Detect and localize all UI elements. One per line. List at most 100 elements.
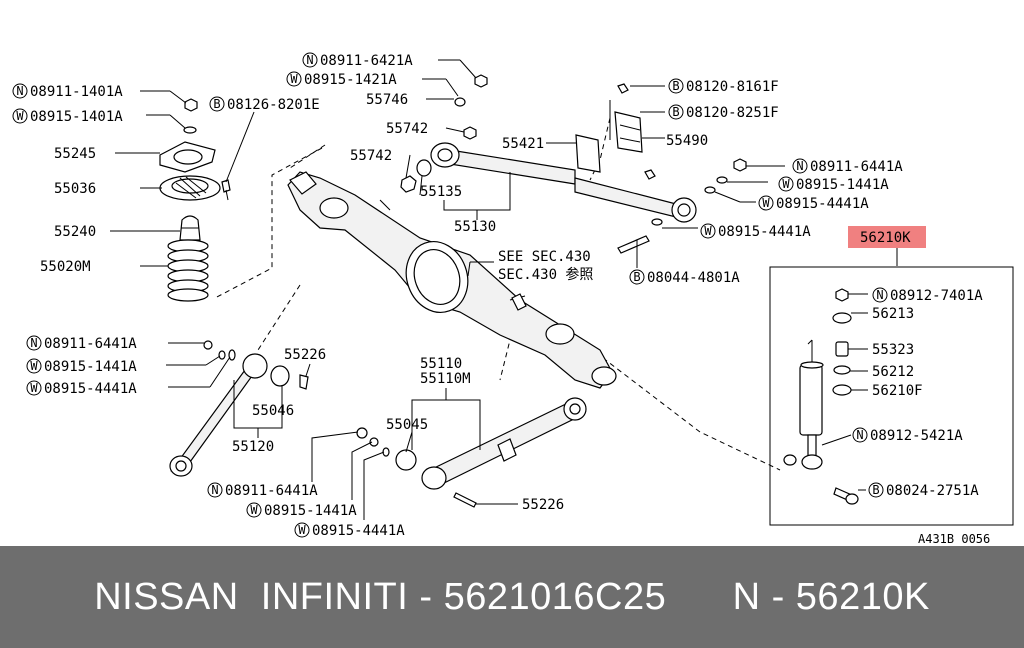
shock-body-shape [799, 364, 823, 436]
part-banner: NISSAN INFINITI - 5621016C25 N - 56210K [0, 546, 1024, 648]
svg-text:W: W [704, 224, 712, 238]
label-56213: 56213 [872, 306, 914, 322]
n-circle-icon: N [26, 335, 42, 351]
label-08912-5421a: 08912-5421A [870, 428, 963, 444]
label-55240: 55240 [54, 224, 96, 240]
label-55046: 55046 [252, 403, 294, 419]
svg-text:N: N [876, 288, 883, 302]
n-circle-icon: N [302, 52, 318, 68]
label-55045: 55045 [386, 417, 428, 433]
label-55120: 55120 [232, 439, 274, 455]
strut-assembly [159, 98, 231, 302]
label-55742-lower: 55742 [350, 148, 392, 164]
n-circle-icon: N [852, 427, 868, 443]
part-labels: 08911-6421A 08915-1421A 08120-8161F 0891… [30, 53, 990, 546]
svg-text:B: B [213, 97, 220, 111]
label-55135: 55135 [420, 184, 462, 200]
w-circle-icon: W [294, 522, 310, 538]
label-56210k: 56210K [860, 230, 911, 246]
svg-text:W: W [290, 72, 298, 86]
label-08044-4801a: 08044-4801A [647, 270, 740, 286]
svg-text:W: W [250, 503, 258, 517]
label-08915-1401a: 08915-1401A [30, 109, 123, 125]
label-08911-1401a: 08911-1401A [30, 84, 123, 100]
label-55746: 55746 [366, 92, 408, 108]
b-circle-icon: B [668, 78, 684, 94]
bracket2-shape [575, 134, 601, 173]
lower-link-left [169, 340, 309, 477]
label-08120-8161f: 08120-8161F [686, 79, 779, 95]
label-55490: 55490 [666, 133, 708, 149]
svg-text:W: W [298, 523, 306, 537]
label-56210f: 56210F [872, 383, 923, 399]
label-08915-1421a: 08915-1421A [304, 72, 397, 88]
n-circle-icon: N [872, 287, 888, 303]
diagram-svg: N W B N B W B N W W W B N N W W N N B W … [12, 52, 1014, 546]
coil-spring-shape [167, 239, 209, 302]
label-see-sec-430: SEE SEC.430 [498, 249, 591, 265]
svg-text:W: W [16, 109, 24, 123]
svg-text:N: N [796, 159, 803, 173]
svg-text:N: N [30, 336, 37, 350]
lower-link-right [356, 397, 587, 508]
svg-text:N: N [856, 428, 863, 442]
svg-text:B: B [672, 79, 679, 93]
svg-text:N: N [306, 53, 313, 67]
circled-prefix-icons: N W B N B W B N W W W B N N W W N N B W … [12, 52, 888, 538]
svg-text:W: W [30, 359, 38, 373]
w-circle-icon: W [26, 358, 42, 374]
label-55020m: 55020M [40, 259, 91, 275]
svg-text:B: B [633, 270, 640, 284]
label-08912-7401a: 08912-7401A [890, 288, 983, 304]
label-55110: 55110 [420, 356, 462, 372]
leader-lines [110, 59, 898, 520]
label-55421: 55421 [502, 136, 544, 152]
label-56212: 56212 [872, 364, 914, 380]
part-number-highlight [848, 226, 926, 248]
w-circle-icon: W [246, 502, 262, 518]
label-08915-1441a-right: 08915-1441A [796, 177, 889, 193]
w-circle-icon: W [12, 108, 28, 124]
label-55036: 55036 [54, 181, 96, 197]
label-55130: 55130 [454, 219, 496, 235]
n-circle-icon: N [207, 482, 223, 498]
w-circle-icon: W [758, 195, 774, 211]
b-circle-icon: B [629, 269, 645, 285]
label-08120-8251f: 08120-8251F [686, 105, 779, 121]
washer-shape [183, 126, 197, 134]
label-08911-6441a-right: 08911-6441A [810, 159, 903, 175]
nut-shape [184, 98, 198, 112]
w-circle-icon: W [286, 71, 302, 87]
upper-link-shape [449, 149, 576, 185]
parts-diagram: N W B N B W B N W W W B N N W W N N B W … [12, 52, 1014, 546]
label-08915-1441a-bottom: 08915-1441A [264, 503, 357, 519]
n-circle-icon: N [12, 83, 28, 99]
banner-text: NISSAN INFINITI - 5621016C25 N - 56210K [94, 576, 930, 618]
mount-hole-shape [173, 149, 203, 165]
svg-text:B: B [872, 483, 879, 497]
label-55226-right: 55226 [522, 497, 564, 513]
label-55245: 55245 [54, 146, 96, 162]
label-55226-left: 55226 [284, 347, 326, 363]
shock-absorber [783, 288, 859, 505]
label-08915-4441a-mid: 08915-4441A [718, 224, 811, 240]
bracket-shape [614, 111, 643, 153]
svg-text:W: W [30, 381, 38, 395]
b-circle-icon: B [668, 104, 684, 120]
label-08911-6441a-left: 08911-6441A [44, 336, 137, 352]
svg-text:W: W [762, 196, 770, 210]
b-circle-icon: B [209, 96, 225, 112]
label-08911-6421a: 08911-6421A [320, 53, 413, 69]
upper-link-assembly [379, 74, 747, 254]
axle-housing [287, 171, 617, 389]
svg-text:N: N [211, 483, 218, 497]
label-08915-4441a-bottom: 08915-4441A [312, 523, 405, 539]
label-08911-6441a-bottom: 08911-6441A [225, 483, 318, 499]
n-circle-icon: N [792, 158, 808, 174]
label-08915-4441a-left: 08915-4441A [44, 381, 137, 397]
label-sec-430-ref: SEC.430 参照 [498, 266, 593, 283]
lateral-link-shape [574, 177, 681, 219]
axle-left-boss-shape [319, 197, 349, 219]
svg-text:W: W [782, 177, 790, 191]
svg-text:B: B [672, 105, 679, 119]
